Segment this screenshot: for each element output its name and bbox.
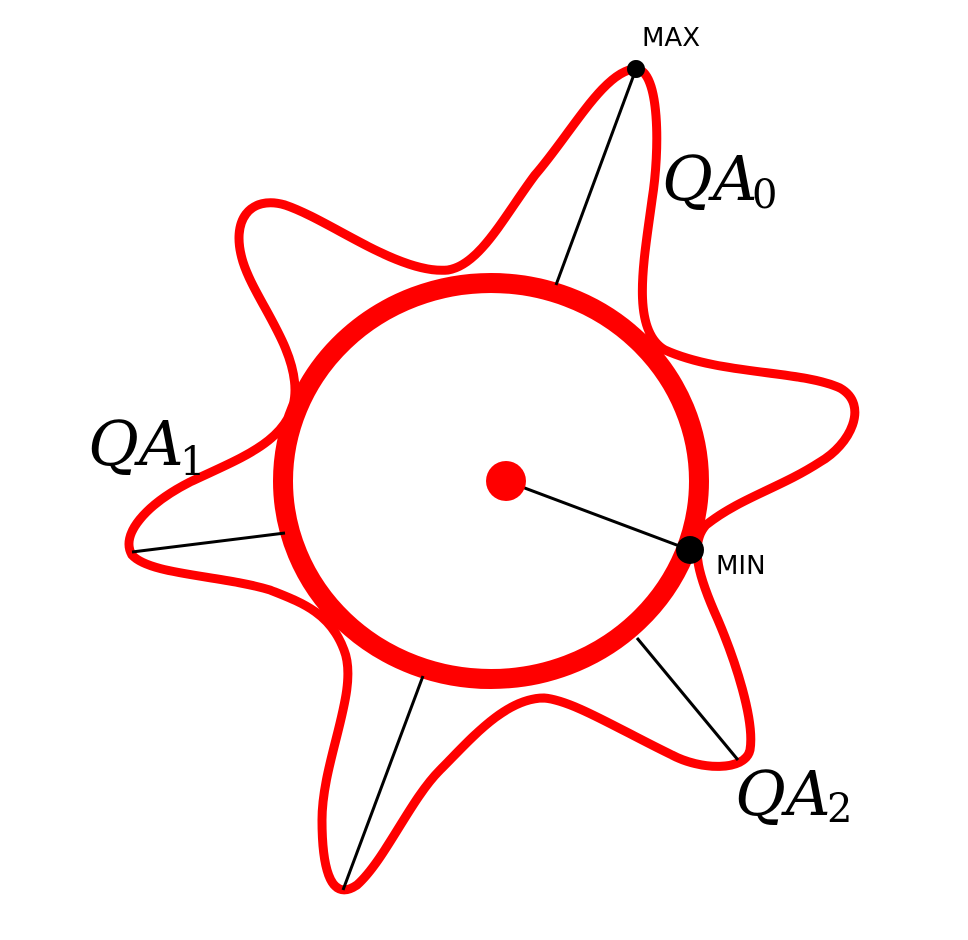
max-label: MAX bbox=[642, 23, 700, 53]
qa1-base: QA bbox=[88, 407, 184, 480]
max-point bbox=[627, 60, 645, 78]
center-to-min-line bbox=[505, 479, 691, 552]
qa1-deviation-line bbox=[131, 531, 286, 554]
deviation-curve bbox=[124, 64, 860, 895]
qa2-sub: 2 bbox=[827, 786, 852, 832]
qa0-base: QA bbox=[662, 142, 758, 215]
qa1-label: QA 1 bbox=[88, 407, 205, 485]
qa2-base: QA bbox=[735, 757, 831, 830]
qa0-sub: 0 bbox=[752, 172, 777, 218]
min-point bbox=[676, 536, 704, 564]
center-point bbox=[486, 461, 526, 501]
qa0-deviation-line bbox=[554, 68, 638, 286]
qa2-label: QA 2 bbox=[735, 757, 852, 832]
qa1-sub: 1 bbox=[180, 439, 205, 485]
reference-circle bbox=[273, 273, 709, 689]
lower-deviation-line bbox=[341, 675, 425, 891]
min-label: MIN bbox=[716, 551, 766, 581]
qa2-deviation-line bbox=[635, 637, 740, 761]
qa0-label: QA 0 bbox=[662, 142, 777, 218]
